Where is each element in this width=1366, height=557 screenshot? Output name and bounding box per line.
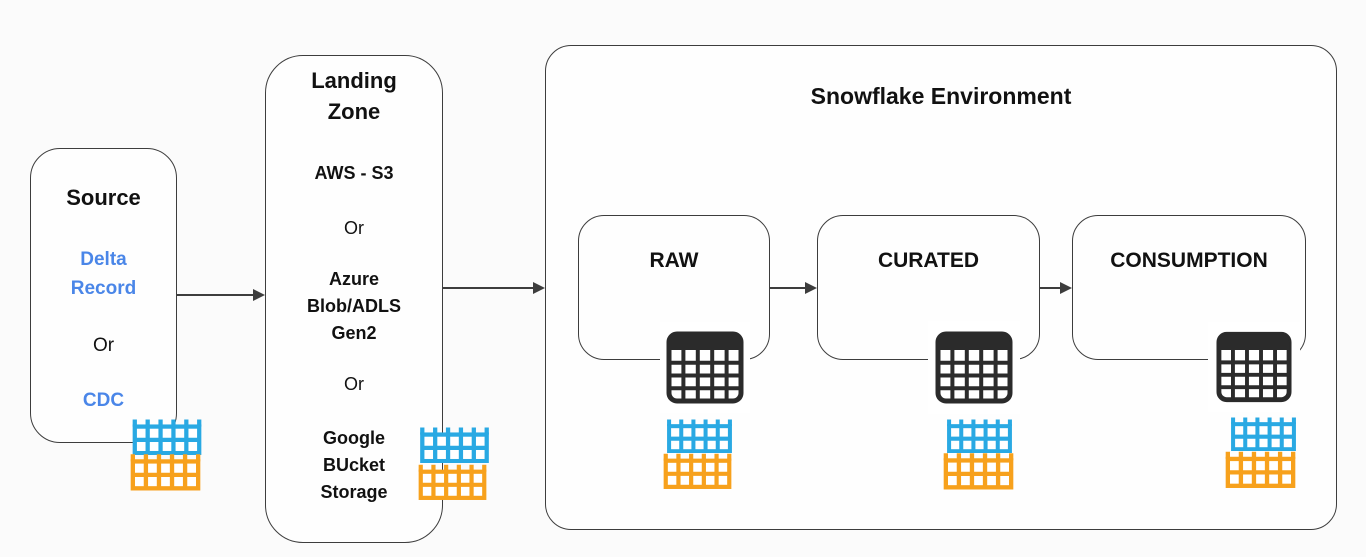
landing-zone-title: Landing Zone	[311, 68, 397, 124]
table-icon-orange	[942, 451, 1015, 496]
arrow-landing-to-snowflake	[443, 282, 545, 294]
stage-label-curated: CURATED	[877, 249, 980, 272]
table-icon-orange	[129, 452, 202, 497]
table-icon-orange	[417, 462, 488, 507]
aws-s3-label: AWS - S3	[314, 163, 394, 183]
table-icon-orange	[1224, 449, 1297, 495]
table-icon-orange	[662, 451, 733, 496]
snowflake-environment-title: Snowflake Environment	[810, 83, 1072, 109]
or-label: Or	[344, 218, 364, 238]
stage-label-raw: RAW	[649, 249, 699, 272]
google-bucket-label: Google BUcket Storage	[320, 428, 388, 502]
table-icon-black	[660, 322, 750, 413]
table-icon-black	[1208, 322, 1300, 412]
source-title: Source	[66, 185, 141, 210]
azure-blob-adls-label: Azure Blob/ADLS Gen2	[307, 269, 401, 343]
arrow-raw-to-curated	[770, 282, 817, 294]
cdc-label: CDC	[82, 390, 125, 411]
delta-record-label: Delta Record	[70, 249, 137, 299]
source-box: Source Delta Record Or CDC	[30, 148, 177, 443]
table-icon-black	[928, 321, 1020, 414]
or-label: Or	[344, 374, 364, 394]
or-label: Or	[92, 335, 115, 356]
landing-zone-box: Landing Zone AWS - S3 Or Azure Blob/ADLS…	[265, 55, 443, 543]
arrow-source-to-landing	[177, 289, 265, 301]
arrow-curated-to-consumption	[1040, 282, 1072, 294]
stage-label-consumption: CONSUMPTION	[1110, 249, 1268, 272]
